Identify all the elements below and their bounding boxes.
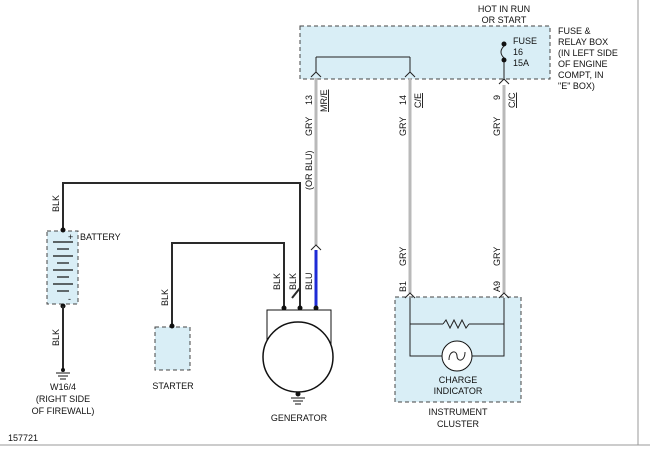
generator-terminal-battery <box>297 305 303 311</box>
connector-9-icon <box>498 78 510 85</box>
ground-label-line-1: W16/4 <box>50 382 76 392</box>
connector-a9-icon <box>498 292 510 299</box>
cluster-internal-left <box>409 298 442 357</box>
pin-13-connector: MR/E <box>319 90 329 113</box>
connector-b1-icon <box>404 292 416 299</box>
pin-13-label: 13 <box>304 95 314 105</box>
hot-in-run-label: HOT IN RUN <box>478 4 530 14</box>
wire-b1-color-label: GRY <box>398 247 408 266</box>
starter-box <box>154 326 191 371</box>
pin-14-label: 14 <box>398 95 408 105</box>
generator-terminal-starter <box>281 305 287 311</box>
fuse-box-line-3: (IN LEFT SIDE <box>558 48 618 58</box>
connector-14-icon <box>404 71 416 78</box>
battery-positive-terminal <box>60 227 66 233</box>
ground-splice <box>61 368 65 372</box>
wire-battery-blk-label: BLK <box>51 195 61 212</box>
fuse-relay-box <box>299 25 551 80</box>
instrument-cluster-label-1: INSTRUMENT <box>429 407 488 417</box>
wire-gen-blk-label-2: BLK <box>288 273 298 290</box>
starter-label: STARTER <box>152 381 194 391</box>
generator-label: GENERATOR <box>271 413 328 423</box>
wire-13-alt-color-label: (OR BLU) <box>304 150 314 190</box>
generator-terminal-sense <box>313 305 319 311</box>
gen-blk-jog <box>291 287 301 299</box>
wire-14-color-label: GRY <box>398 117 408 136</box>
figure-id: 157721 <box>8 433 38 443</box>
fuse-box-line-6: "E" BOX) <box>558 81 595 91</box>
pin-a9-label: A9 <box>492 281 502 292</box>
fuse-terminal-bottom <box>501 57 507 63</box>
connector-13-icon <box>310 71 322 78</box>
wire-13-color-label: GRY <box>304 117 314 136</box>
resistor-icon <box>442 318 470 330</box>
generator-icon <box>262 321 334 393</box>
starter-terminal <box>169 323 175 329</box>
ground-label-line-3: OF FIREWALL) <box>32 406 95 416</box>
or-start-label: OR START <box>482 15 527 25</box>
generator-ground-terminal <box>295 391 301 397</box>
fuse-box-line-2: RELAY BOX <box>558 37 608 47</box>
battery-plus-sign: + <box>68 232 73 242</box>
inline-connector-icon <box>310 244 322 251</box>
ground-label-line-2: (RIGHT SIDE <box>36 394 90 404</box>
pin-14-connector: C/E <box>413 93 423 108</box>
charge-indicator-label-2: INDICATOR <box>434 386 483 396</box>
fuse-label-rating: 15A <box>513 58 529 68</box>
fuse-box-line-5: COMPT, IN <box>558 70 604 80</box>
fuse-terminal-top <box>501 41 507 47</box>
fuse-label-name: FUSE <box>513 36 537 46</box>
wire-ground-blk-label: BLK <box>51 329 61 346</box>
wire-starter-blk-label: BLK <box>160 289 170 306</box>
battery-label: BATTERY <box>80 232 121 242</box>
pin-9-connector: C/C <box>507 92 517 108</box>
wire-gen-blk-label-1: BLK <box>272 273 282 290</box>
instrument-cluster-label-2: CLUSTER <box>437 419 480 429</box>
wire-blu-label: BLU <box>304 272 314 290</box>
charge-indicator-label-1: CHARGE <box>439 375 478 385</box>
cluster-internal-right <box>472 298 505 357</box>
pin-9-label: 9 <box>492 95 502 100</box>
pin-b1-label: B1 <box>398 281 408 292</box>
fuse-box-line-4: OF ENGINE <box>558 59 608 69</box>
battery-minus-sign: - <box>68 294 71 304</box>
wire-battery-positive-blk <box>62 182 301 308</box>
wire-starter-blk <box>171 242 285 326</box>
fuse-label-number: 16 <box>513 47 523 57</box>
lamp-filament <box>448 351 466 361</box>
fuse-box-line-1: FUSE & <box>558 26 591 36</box>
wire-9-color-label: GRY <box>492 117 502 136</box>
fuse-icon <box>500 45 505 59</box>
wire-a9-color-label: GRY <box>492 247 502 266</box>
